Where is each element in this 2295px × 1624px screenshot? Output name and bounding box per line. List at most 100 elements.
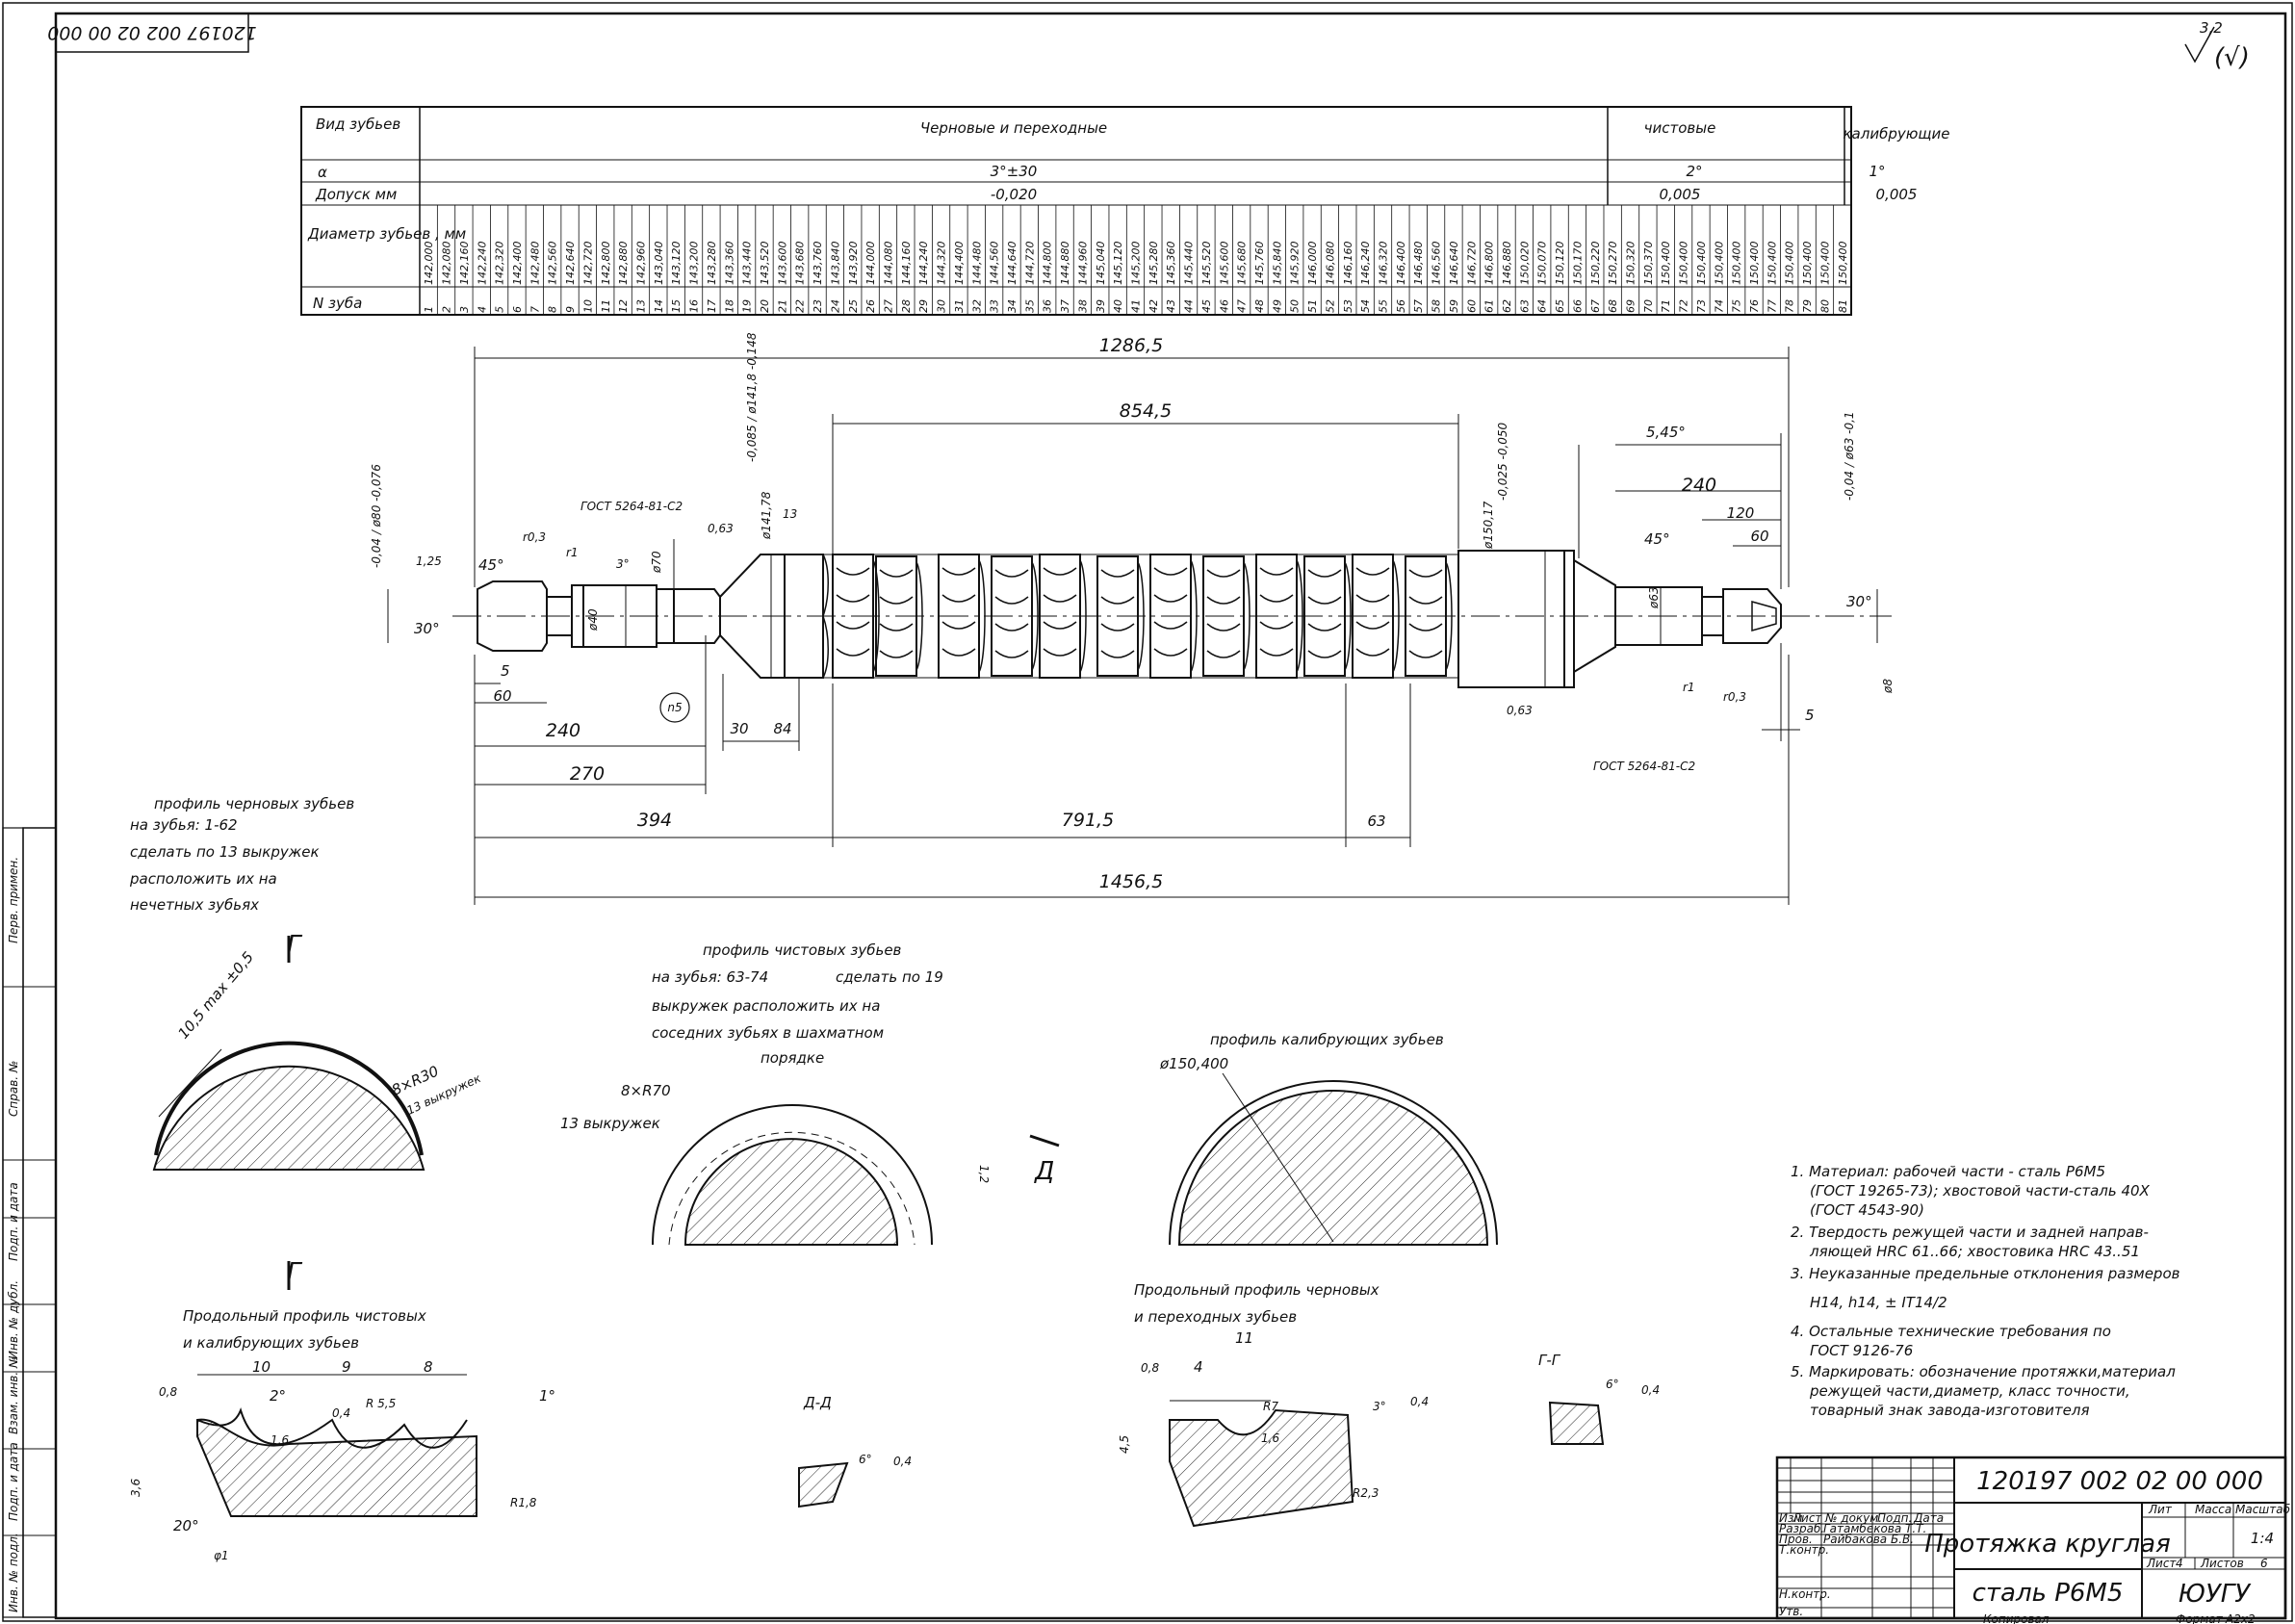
tooth-scallop <box>836 621 870 630</box>
svg-text:60: 60 <box>493 687 511 705</box>
tooth-scallop <box>1408 623 1443 632</box>
tooth-groove <box>1031 561 1039 671</box>
svg-text:6°: 6° <box>859 1453 872 1466</box>
tooth-scallop <box>1206 596 1241 605</box>
svg-text:120197 002 02 00 000: 120197 002 02 00 000 <box>47 22 257 43</box>
group-alpha-calib: 1° <box>1869 163 1885 180</box>
tooth-number-cell: 39 <box>1095 299 1107 313</box>
tooth-number-cell: 8 <box>547 306 559 313</box>
svg-text:5: 5 <box>1805 707 1815 724</box>
svg-text:ø40: ø40 <box>586 608 600 632</box>
svg-text:Инв. № дубл.: Инв. № дубл. <box>7 1280 20 1359</box>
side-stamp: Перв. примен. Справ. № Подп. и дата Инв.… <box>2 827 57 1618</box>
svg-text:сделать по 13 выкружек: сделать по 13 выкружек <box>130 843 320 861</box>
broach-tooth <box>991 555 1033 677</box>
tooth-number-cell: 10 <box>581 299 594 313</box>
tooth-number-cell: 71 <box>1660 299 1672 313</box>
title-material: сталь Р6М5 <box>1973 1579 2124 1608</box>
svg-text:R1,8: R1,8 <box>510 1496 537 1509</box>
tooth-diameter-cell: 143,200 <box>688 242 701 286</box>
row-label-number: N зуба <box>313 295 362 312</box>
tooth-scallop <box>1043 594 1077 603</box>
svg-text:профиль калибрующих зубьев: профиль калибрующих зубьев <box>1210 1031 1444 1048</box>
title-name: Протяжка круглая <box>1924 1530 2171 1559</box>
tooth-diameter-cell: 144,880 <box>1059 242 1071 286</box>
svg-text:сделать по 19: сделать по 19 <box>836 968 943 986</box>
rotated-doc-code: 120197 002 02 00 000 <box>47 13 257 53</box>
svg-text:r1: r1 <box>566 546 579 559</box>
tooth-scallop <box>1355 648 1390 657</box>
tooth-diameter-cell: 145,360 <box>1165 242 1177 286</box>
svg-text:H14, h14, ± IT14/2: H14, h14, ± IT14/2 <box>1810 1294 1947 1311</box>
svg-text:1,6: 1,6 <box>271 1433 289 1447</box>
svg-text:Продольный профиль черновых: Продольный профиль черновых <box>1134 1281 1380 1299</box>
tooth-diameter-cell: 142,720 <box>581 242 594 286</box>
tooth-groove <box>915 561 923 671</box>
row-label-type: Вид зубьев <box>316 116 400 133</box>
tooth-diameter-cell: 146,000 <box>1306 242 1319 286</box>
tooth-number-cell: 23 <box>812 299 824 313</box>
tooth-diameter-cell: 142,400 <box>511 242 524 286</box>
tooth-diameter-cell: 150,400 <box>1695 242 1708 286</box>
svg-text:10: 10 <box>252 1358 271 1376</box>
tooth-diameter-cell: 150,400 <box>1660 242 1672 286</box>
tooth-scallop <box>1307 569 1342 578</box>
svg-text:Лист: Лист <box>1792 1511 1822 1525</box>
svg-text:ГОСТ 9126-76: ГОСТ 9126-76 <box>1810 1342 1913 1359</box>
tooth-scallop <box>1408 596 1443 605</box>
tooth-number-cell: 73 <box>1695 299 1708 313</box>
tooth-groove <box>978 559 986 673</box>
svg-text:45°: 45° <box>1644 530 1670 548</box>
svg-text:режущей части,диаметр, класс т: режущей части,диаметр, класс точности, <box>1809 1382 2130 1400</box>
long-rough-profile: Продольный профиль черновых и переходных… <box>1118 1281 1429 1528</box>
svg-text:0,4: 0,4 <box>1641 1383 1660 1397</box>
svg-text:60: 60 <box>1750 528 1768 545</box>
tooth-diameter-cell: 142,240 <box>476 242 488 286</box>
broach-main-view <box>452 550 1892 688</box>
tooth-scallop <box>1100 650 1135 658</box>
tooth-number-cell: 54 <box>1359 299 1372 313</box>
tooth-diameter-cell: 143,520 <box>759 242 771 286</box>
tooth-scallop <box>1206 569 1241 578</box>
svg-text:Инв. № подл.: Инв. № подл. <box>7 1533 20 1612</box>
svg-text:ø70: ø70 <box>650 551 663 574</box>
tooth-number-cell: 43 <box>1165 299 1177 313</box>
tooth-number-cell: 66 <box>1571 299 1584 313</box>
tooth-number-cell: 46 <box>1218 299 1230 313</box>
dd-section: Д-Д 6° 0,4 <box>798 1394 912 1508</box>
tooth-diameter-cell: 146,880 <box>1501 242 1513 286</box>
svg-text:2. Твердость режущей части и з: 2. Твердость режущей части и задней напр… <box>1791 1224 2149 1241</box>
svg-text:30°: 30° <box>414 620 440 637</box>
tooth-diameter-cell: 142,320 <box>494 242 506 286</box>
tooth-number-cell: 21 <box>776 299 788 313</box>
tooth-scallop <box>1100 623 1135 632</box>
svg-text:Г: Г <box>287 1258 303 1287</box>
svg-text:84: 84 <box>773 720 791 737</box>
tooth-diameter-cell: 144,320 <box>936 242 948 286</box>
svg-text:1286,5: 1286,5 <box>1099 335 1163 356</box>
tooth-scallop <box>1259 621 1294 630</box>
tooth-diameter-cell: 142,480 <box>529 242 541 286</box>
row-label-diameter: Диаметр зубьев , мм <box>307 225 466 243</box>
svg-text:Подп. и дата: Подп. и дата <box>7 1182 20 1261</box>
tooth-number-cell: 60 <box>1465 299 1478 313</box>
tooth-groove <box>1296 559 1303 673</box>
tooth-diameter-cell: 146,560 <box>1431 242 1443 286</box>
tooth-diameter-cell: 142,000 <box>423 242 435 286</box>
svg-text:Лист: Лист <box>2146 1557 2177 1570</box>
tooth-diameter-cell: 146,720 <box>1465 242 1478 286</box>
tooth-scallop <box>1206 650 1241 658</box>
tooth-scallop <box>836 648 870 657</box>
tooth-scallop <box>836 594 870 603</box>
tooth-diameter-cell: 145,600 <box>1218 242 1230 286</box>
tooth-diameter-cell: 150,400 <box>1837 242 1849 286</box>
tooth-number-cell: 6 <box>511 306 524 313</box>
svg-text:Взам. инв. №: Взам. инв. № <box>7 1356 20 1434</box>
tooth-number-cell: 52 <box>1324 299 1336 313</box>
tooth-scallop <box>1100 569 1135 578</box>
svg-text:(ГОСТ 4543-90): (ГОСТ 4543-90) <box>1810 1201 1924 1219</box>
tooth-diameter-cell: 142,640 <box>564 242 577 286</box>
finish-profile: профиль чистовых зубьев на зубья: 63-74 … <box>560 941 1060 1246</box>
broach-tooth <box>1405 555 1447 677</box>
